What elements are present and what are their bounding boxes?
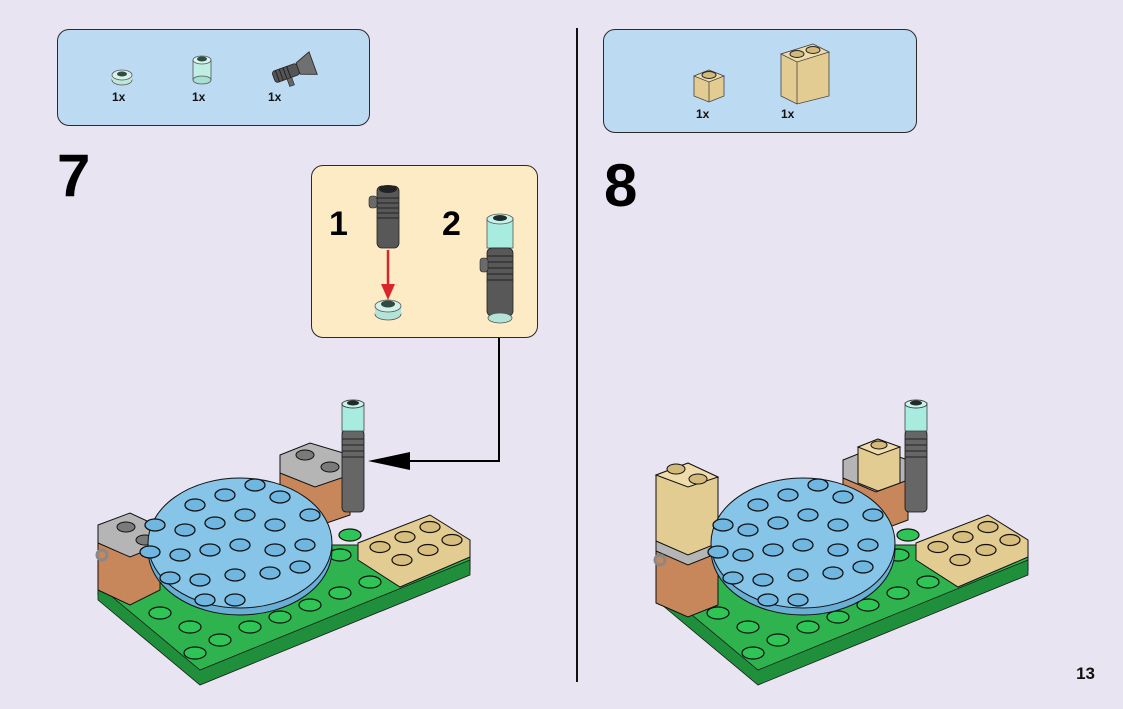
step-number-7: 7: [57, 142, 91, 209]
tan-brick-1x2x2-icon: [779, 43, 831, 105]
substep-number-2: 2: [442, 205, 461, 243]
part-qty: 1x: [112, 90, 126, 104]
tan-brick-1x1-icon: [692, 69, 726, 103]
lightsaber-hilt-icon: [272, 51, 318, 87]
round-brick-icon: [192, 55, 212, 85]
step-8-model: [653, 399, 1029, 686]
substep-2-illustration: [479, 213, 514, 324]
part-qty: 1x: [268, 90, 282, 104]
parts-list-step-8: 1x 1x: [603, 29, 917, 133]
round-plate-icon: [111, 69, 133, 86]
subassembly-callout: 1 2: [311, 165, 538, 338]
part-qty: 1x: [781, 107, 795, 121]
part-qty: 1x: [696, 107, 710, 121]
step-7-model: [95, 399, 471, 686]
step-divider: [576, 28, 578, 682]
page-number: 13: [1076, 664, 1095, 683]
part-qty: 1x: [192, 90, 206, 104]
substep-number-1: 1: [329, 205, 348, 243]
step-number-8: 8: [604, 152, 638, 219]
substep-1-illustration: [368, 185, 402, 321]
parts-list-step-7: 1x 1x 1x: [57, 29, 370, 126]
